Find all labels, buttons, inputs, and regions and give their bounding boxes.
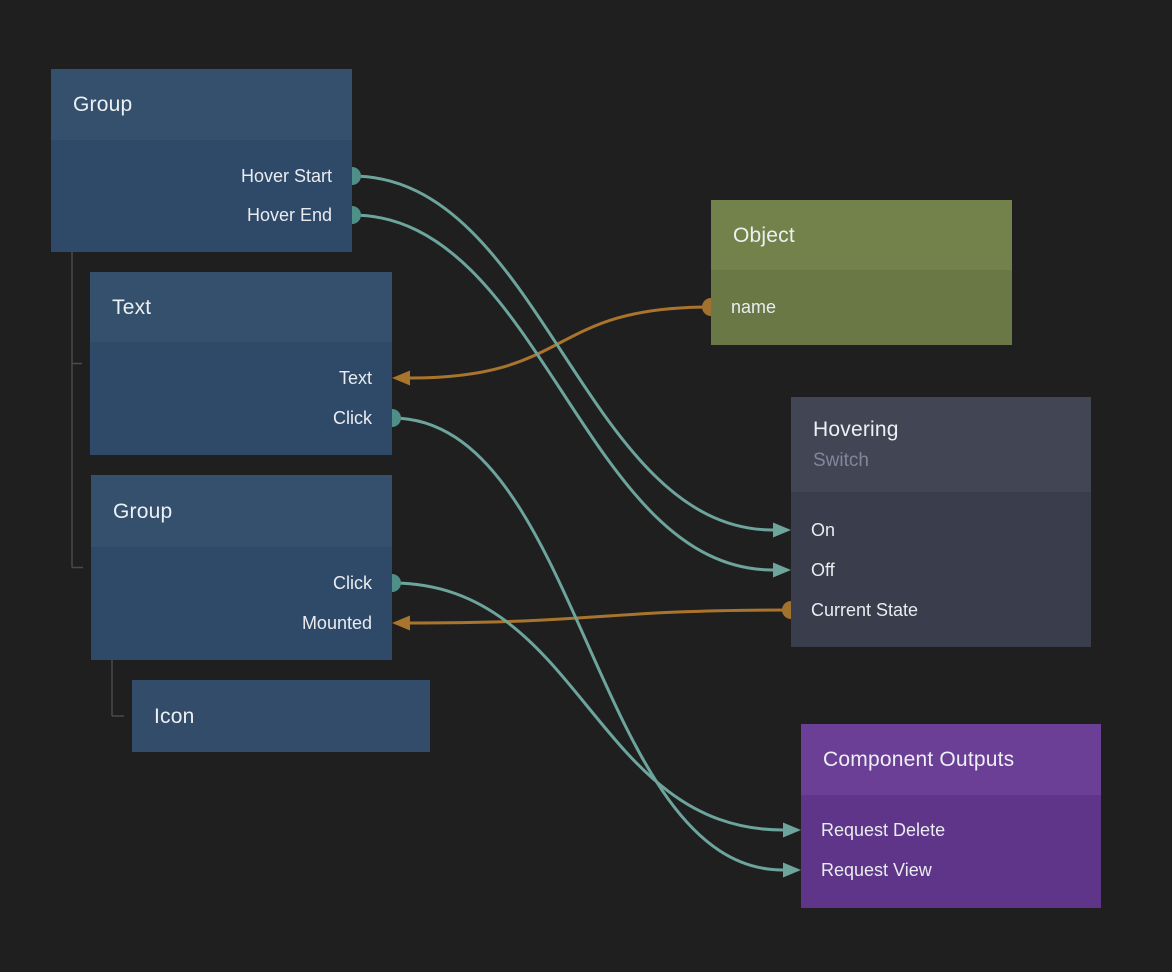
port-off[interactable]: Off xyxy=(811,560,835,580)
node-header: Object xyxy=(711,200,1012,270)
port-arrow-hovering.on[interactable] xyxy=(773,522,791,538)
port-arrow-component-outputs.request-delete[interactable] xyxy=(783,822,801,838)
port-arrow-text.text-in[interactable] xyxy=(392,370,410,386)
node-header: Group xyxy=(91,475,392,547)
connection-group-inner.click-to-component-outputs.request-delete[interactable] xyxy=(391,581,784,832)
node-subtitle: Switch xyxy=(813,449,869,471)
node-title: Group xyxy=(113,499,173,523)
node-header: Icon xyxy=(132,680,430,752)
port-arrow-group-inner.mounted[interactable] xyxy=(392,615,410,631)
node-title: Group xyxy=(73,93,133,116)
port-on[interactable]: On xyxy=(811,520,836,540)
node-title: Text xyxy=(112,295,152,319)
hierarchy-link-group-top xyxy=(71,252,83,569)
node-object[interactable]: Object name xyxy=(711,200,1012,345)
node-title: Component Outputs xyxy=(823,748,1015,771)
port-click[interactable]: Click xyxy=(333,573,372,593)
port-arrow-hovering.off[interactable] xyxy=(773,562,791,578)
node-title: Hovering xyxy=(813,417,899,441)
node-title: Object xyxy=(733,223,795,247)
connection-group-top.hover-start-to-hovering.on[interactable] xyxy=(351,174,774,532)
port-hover-end[interactable]: Hover End xyxy=(246,205,332,225)
node-title: Icon xyxy=(154,704,195,728)
node-icon[interactable]: Icon xyxy=(132,680,430,752)
port-text-in[interactable]: Text xyxy=(338,368,372,388)
node-header: Text xyxy=(90,272,392,342)
port-mounted[interactable]: Mounted xyxy=(301,613,372,633)
connection-text.click-to-component-outputs.request-view[interactable] xyxy=(391,416,784,872)
hierarchy-link-group-inner xyxy=(111,660,124,717)
port-arrow-component-outputs.request-view[interactable] xyxy=(783,862,801,878)
node-header: Group xyxy=(51,69,352,140)
port-request-view[interactable]: Request View xyxy=(821,860,932,880)
port-request-delete[interactable]: Request Delete xyxy=(821,820,946,840)
connection-group-top.hover-end-to-hovering.off[interactable] xyxy=(351,213,774,572)
connection-hovering.current-state-to-group-inner.mounted[interactable] xyxy=(409,608,792,625)
port-hover-start[interactable]: Hover Start xyxy=(240,166,332,186)
node-header: Component Outputs xyxy=(801,724,1101,795)
port-click[interactable]: Click xyxy=(333,408,372,428)
connection-object.name-to-text.text-in[interactable] xyxy=(409,305,712,380)
port-name[interactable]: name xyxy=(731,297,777,317)
port-current-state[interactable]: Current State xyxy=(811,600,919,620)
